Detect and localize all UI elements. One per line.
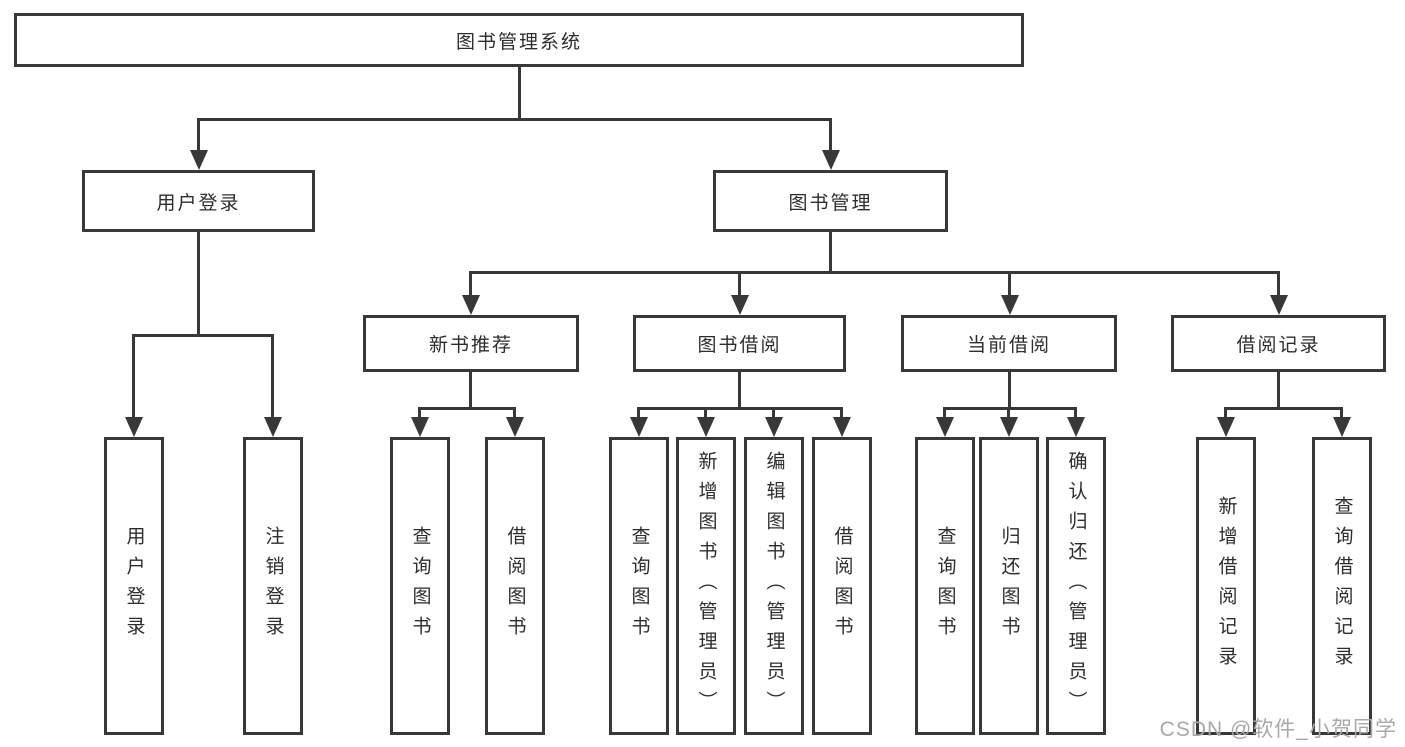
- connector-line: [637, 407, 843, 410]
- connector-line: [704, 407, 707, 421]
- connector-line: [1008, 372, 1011, 410]
- arrow-down-icon: [936, 417, 954, 437]
- connector-line: [132, 334, 274, 337]
- connector-line: [518, 67, 521, 120]
- connector-line: [469, 271, 1280, 274]
- connector-line: [1074, 407, 1077, 421]
- arrow-down-icon: [731, 295, 749, 315]
- leaf-borrow-book-recommend: 借阅图书: [485, 437, 545, 735]
- connector-line: [738, 372, 741, 410]
- leaf-add-borrow-record: 新增借阅记录: [1196, 437, 1256, 735]
- arrow-down-icon: [1270, 295, 1288, 315]
- arrow-down-icon: [1333, 417, 1351, 437]
- arrow-down-icon: [1000, 417, 1018, 437]
- arrow-down-icon: [190, 150, 208, 170]
- csdn-watermark: CSDN @软件_小贺同学: [1159, 718, 1397, 741]
- arrow-down-icon: [125, 417, 143, 437]
- connector-line: [271, 334, 274, 419]
- arrow-down-icon: [1217, 417, 1235, 437]
- leaf-add-book-admin: 新增图书（管理员）: [676, 437, 736, 735]
- connector-line: [1340, 407, 1343, 421]
- arrow-down-icon: [411, 417, 429, 437]
- leaf-query-book-current: 查询图书: [915, 437, 975, 735]
- connector-line: [469, 372, 472, 410]
- leaf-edit-book-admin: 编辑图书（管理员）: [744, 437, 804, 735]
- arrow-down-icon: [765, 417, 783, 437]
- leaf-query-book-borrowing: 查询图书: [609, 437, 669, 735]
- arrow-down-icon: [833, 417, 851, 437]
- arrow-down-icon: [1001, 295, 1019, 315]
- connector-line: [469, 271, 472, 299]
- leaf-logout: 注销登录: [243, 437, 303, 735]
- leaf-user-login: 用户登录: [104, 437, 164, 735]
- connector-line: [197, 232, 200, 337]
- connector-line: [840, 407, 843, 421]
- connector-line: [1277, 372, 1280, 410]
- connector-line: [132, 334, 135, 419]
- connector-line: [1277, 271, 1280, 299]
- node-library-management-system: 图书管理系统: [14, 13, 1024, 67]
- connector-line: [943, 407, 1077, 410]
- connector-line: [513, 407, 516, 421]
- connector-line: [1224, 407, 1227, 421]
- connector-line: [829, 232, 832, 274]
- node-user-login: 用户登录: [82, 170, 315, 232]
- connector-line: [1224, 407, 1343, 410]
- connector-line: [418, 407, 516, 410]
- arrow-down-icon: [264, 417, 282, 437]
- arrow-down-icon: [822, 150, 840, 170]
- leaf-confirm-return-admin: 确认归还（管理员）: [1046, 437, 1106, 735]
- leaf-return-book: 归还图书: [979, 437, 1039, 735]
- leaf-query-borrow-record: 查询借阅记录: [1312, 437, 1372, 735]
- node-book-borrowing: 图书借阅: [633, 315, 846, 372]
- connector-line: [943, 407, 946, 421]
- connector-line: [738, 271, 741, 299]
- connector-line: [1008, 271, 1011, 299]
- node-borrowing-records: 借阅记录: [1171, 315, 1386, 372]
- arrow-down-icon: [630, 417, 648, 437]
- connector-line: [637, 407, 640, 421]
- connector-line: [1007, 407, 1010, 421]
- connector-line: [197, 118, 200, 152]
- arrow-down-icon: [1067, 417, 1085, 437]
- node-new-book-recommendation: 新书推荐: [363, 315, 579, 372]
- connector-line: [772, 407, 775, 421]
- connector-line: [197, 118, 832, 121]
- arrow-down-icon: [506, 417, 524, 437]
- leaf-query-book-recommend: 查询图书: [390, 437, 450, 735]
- arrow-down-icon: [697, 417, 715, 437]
- leaf-borrow-book: 借阅图书: [812, 437, 872, 735]
- node-book-management: 图书管理: [713, 170, 948, 232]
- arrow-down-icon: [462, 295, 480, 315]
- node-current-borrowing: 当前借阅: [901, 315, 1117, 372]
- connector-line: [418, 407, 421, 421]
- connector-line: [829, 118, 832, 152]
